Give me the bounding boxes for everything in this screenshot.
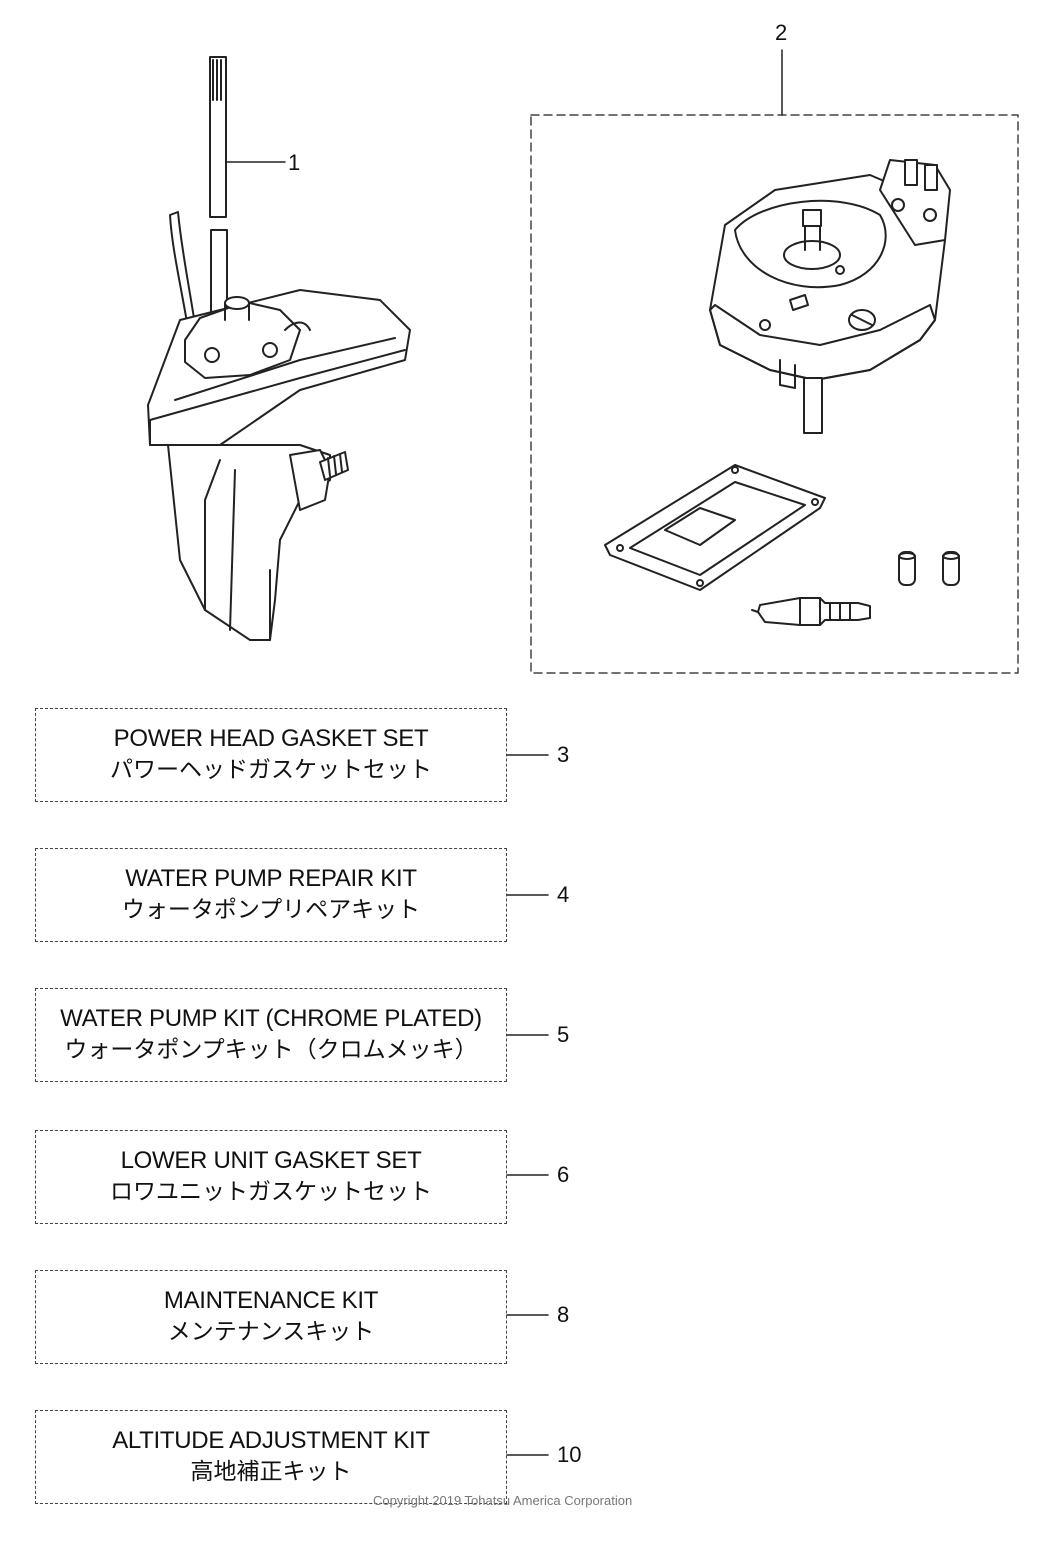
kit-name-en: WATER PUMP REPAIR KIT bbox=[125, 865, 417, 892]
copyright-watermark: Copyright 2019 Tohatsu America Corporati… bbox=[373, 1493, 633, 1508]
kit-callout-number: 5 bbox=[557, 1022, 570, 1047]
kit-callout-number: 4 bbox=[557, 882, 570, 907]
kit-name-ja: 高地補正キット bbox=[190, 1459, 352, 1485]
kit-name-en: LOWER UNIT GASKET SET bbox=[120, 1147, 422, 1174]
kit-name-ja: ウォータポンプキット（クロムメッキ） bbox=[64, 1037, 478, 1063]
kit-name-en: POWER HEAD GASKET SET bbox=[113, 725, 429, 752]
kit-name-ja: メンテナンスキット bbox=[167, 1319, 375, 1345]
kit-callout-number: 10 bbox=[557, 1442, 582, 1467]
callout-part-2: 2 bbox=[775, 20, 788, 45]
kit-name-ja: ウォータポンプリペアキット bbox=[121, 897, 421, 923]
dowel-pins-illustration bbox=[898, 551, 960, 586]
kit-name-en: ALTITUDE ADJUSTMENT KIT bbox=[112, 1427, 430, 1454]
kit-box-altitude-adjustment-kit: ALTITUDE ADJUSTMENT KIT 高地補正キット bbox=[35, 1410, 507, 1504]
kit-name-ja: パワーヘッドガスケットセット bbox=[110, 757, 432, 783]
lower-unit-illustration bbox=[147, 56, 411, 641]
kit-name-en: WATER PUMP KIT (CHROME PLATED) bbox=[60, 1005, 482, 1032]
spark-plug-illustration bbox=[751, 597, 871, 626]
kit-name-ja: ロワユニットガスケットセット bbox=[110, 1179, 432, 1205]
kit-box-maintenance-kit: MAINTENANCE KIT メンテナンスキット bbox=[35, 1270, 507, 1364]
kit-name-en: MAINTENANCE KIT bbox=[163, 1287, 379, 1314]
kit-callout-number: 8 bbox=[557, 1302, 570, 1327]
kit-box-water-pump-kit-chrome: WATER PUMP KIT (CHROME PLATED) ウォータポンプキッ… bbox=[35, 988, 507, 1082]
kit-box-power-head-gasket-set: POWER HEAD GASKET SET パワーヘッドガスケットセット bbox=[35, 708, 507, 802]
kit-callout-number: 3 bbox=[557, 742, 570, 767]
power-head-illustration bbox=[709, 159, 951, 434]
callout-part-1: 1 bbox=[288, 150, 301, 175]
gasket-illustration bbox=[604, 464, 826, 591]
kit-callout-number: 6 bbox=[557, 1162, 570, 1187]
kit-box-lower-unit-gasket-set: LOWER UNIT GASKET SET ロワユニットガスケットセット bbox=[35, 1130, 507, 1224]
kit-box-water-pump-repair-kit: WATER PUMP REPAIR KIT ウォータポンプリペアキット bbox=[35, 848, 507, 942]
